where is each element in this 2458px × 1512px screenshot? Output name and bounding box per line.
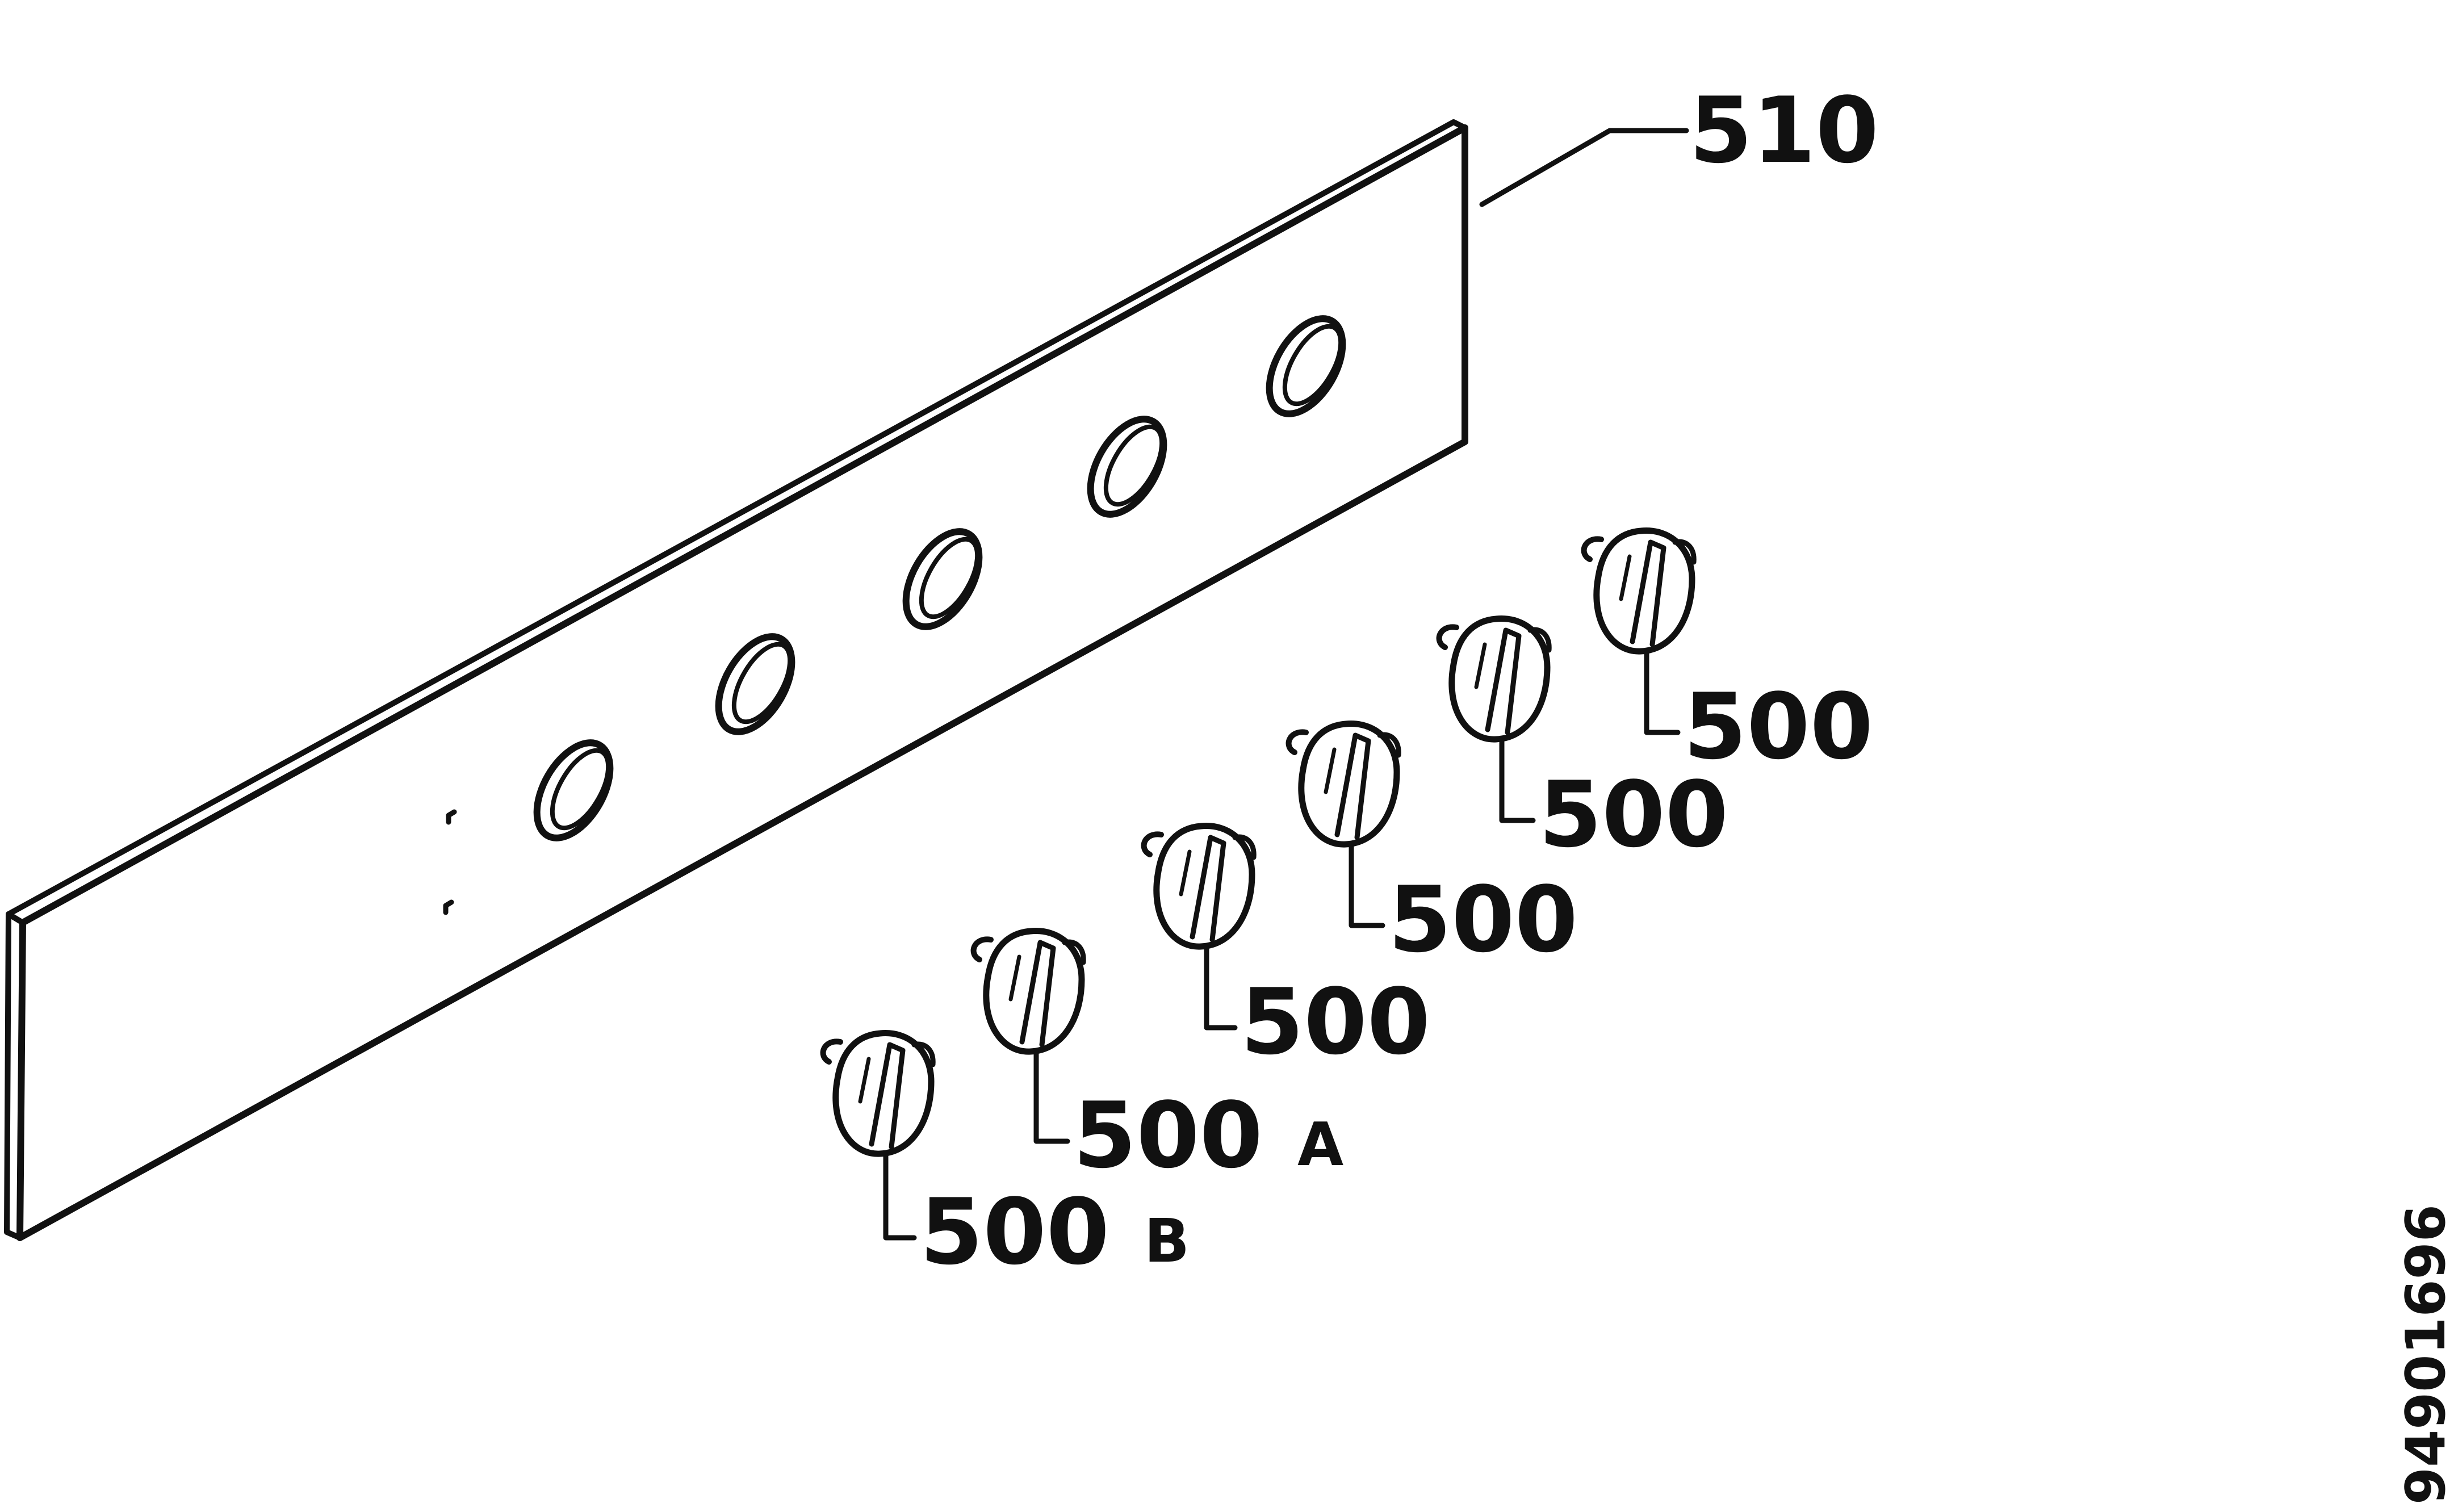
panel-hole xyxy=(902,528,983,630)
part-label: 500 xyxy=(1241,969,1430,1075)
leader-line xyxy=(1644,648,1681,735)
part-label: 500 xyxy=(1388,866,1578,973)
panel-hole xyxy=(1266,315,1346,417)
panel-hole xyxy=(1087,416,1167,518)
leader-line xyxy=(1499,736,1536,823)
control-knob xyxy=(1436,615,1552,743)
control-knob xyxy=(1581,527,1697,655)
leader-line-510 xyxy=(1479,128,1689,207)
leader-line xyxy=(1349,841,1385,928)
control-knob xyxy=(1285,721,1401,848)
part-label: 500 xyxy=(1073,1082,1263,1188)
control-knob xyxy=(820,1030,936,1157)
part-label: 500 xyxy=(1539,761,1728,868)
panel-hole xyxy=(715,633,795,735)
part-label: 500 xyxy=(1684,673,1873,780)
part-label-suffix: B xyxy=(1144,1207,1190,1276)
part-label: 500 xyxy=(920,1179,1109,1285)
part-label-510: 510 xyxy=(1689,77,1879,183)
panel-hole xyxy=(533,739,614,841)
control-knob xyxy=(1141,823,1257,950)
control-knob xyxy=(970,928,1086,1055)
leader-line xyxy=(1033,1049,1070,1144)
document-id: 94901696 xyxy=(2395,1204,2457,1505)
part-label-suffix: A xyxy=(1297,1110,1343,1179)
control-panel xyxy=(4,119,1468,1241)
leader-line xyxy=(1204,944,1238,1031)
leader-line xyxy=(883,1151,917,1241)
